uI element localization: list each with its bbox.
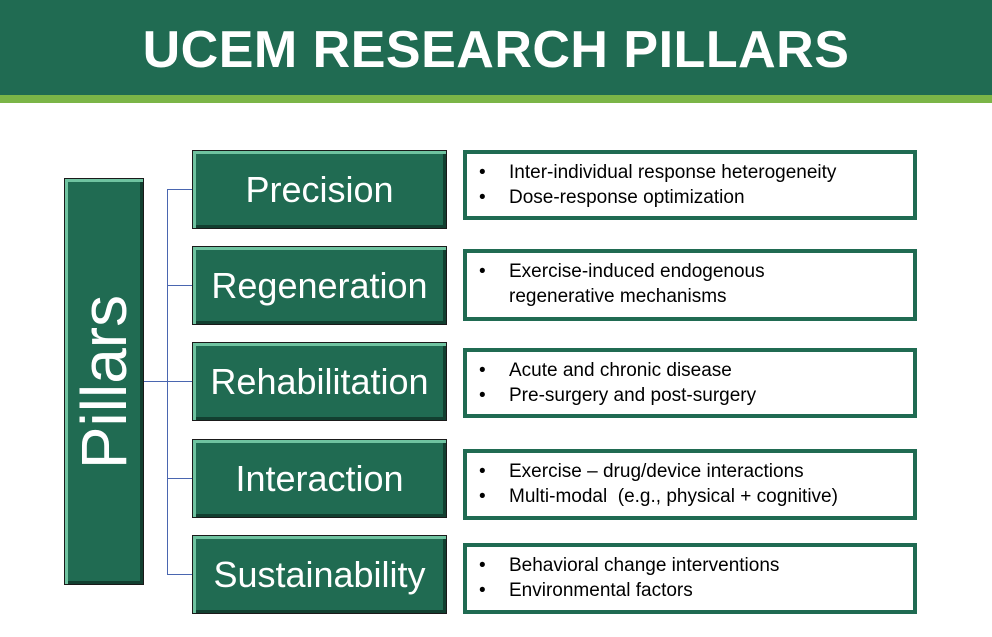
connector-rehabilitation bbox=[167, 381, 192, 382]
page-title: UCEM RESEARCH PILLARS bbox=[142, 21, 850, 79]
detail-item: •Behavioral change interventions bbox=[479, 555, 780, 576]
detail-item: •Acute and chronic disease bbox=[479, 360, 732, 381]
connector-trunk bbox=[167, 189, 168, 575]
pillar-precision: Precision bbox=[192, 150, 447, 229]
bullet-icon: • bbox=[479, 461, 486, 482]
bullet-icon: • bbox=[479, 486, 486, 507]
connector-interaction bbox=[167, 478, 192, 479]
detail-item: •Exercise-induced endogenous regenerativ… bbox=[479, 261, 765, 307]
bullet-icon: • bbox=[479, 162, 486, 183]
pillar-regeneration: Regeneration bbox=[192, 246, 447, 325]
detail-item: •Inter-individual response heterogeneity bbox=[479, 162, 837, 183]
bullet-icon: • bbox=[479, 261, 486, 282]
detail-item: •Environmental factors bbox=[479, 580, 693, 601]
pillar-rehabilitation: Rehabilitation bbox=[192, 342, 447, 421]
detail-item: •Pre-surgery and post-surgery bbox=[479, 385, 757, 406]
bullet-icon: • bbox=[479, 360, 486, 381]
detail-interaction: •Exercise – drug/device interactions •Mu… bbox=[463, 449, 917, 520]
connector-precision bbox=[167, 189, 192, 190]
root-node: Pillars bbox=[64, 178, 144, 585]
connector-regeneration bbox=[167, 285, 192, 286]
detail-item: •Multi-modal (e.g., physical + cognitive… bbox=[479, 486, 838, 507]
bullet-icon: • bbox=[479, 385, 486, 406]
bullet-icon: • bbox=[479, 580, 486, 601]
detail-sustainability: •Behavioral change interventions •Enviro… bbox=[463, 543, 917, 614]
connector-root bbox=[144, 381, 168, 382]
detail-precision: •Inter-individual response heterogeneity… bbox=[463, 150, 917, 220]
detail-rehabilitation: •Acute and chronic disease •Pre-surgery … bbox=[463, 348, 917, 418]
pillar-sustainability: Sustainability bbox=[192, 535, 447, 614]
bullet-icon: • bbox=[479, 555, 486, 576]
bullet-icon: • bbox=[479, 187, 486, 208]
detail-regeneration: •Exercise-induced endogenous regenerativ… bbox=[463, 249, 917, 321]
detail-item: •Dose-response optimization bbox=[479, 187, 745, 208]
detail-item: •Exercise – drug/device interactions bbox=[479, 461, 804, 482]
accent-stripe bbox=[0, 95, 992, 103]
title-banner bbox=[0, 0, 992, 95]
root-label: Pillars bbox=[68, 294, 140, 469]
connector-sustainability bbox=[167, 574, 192, 575]
pillar-interaction: Interaction bbox=[192, 439, 447, 518]
